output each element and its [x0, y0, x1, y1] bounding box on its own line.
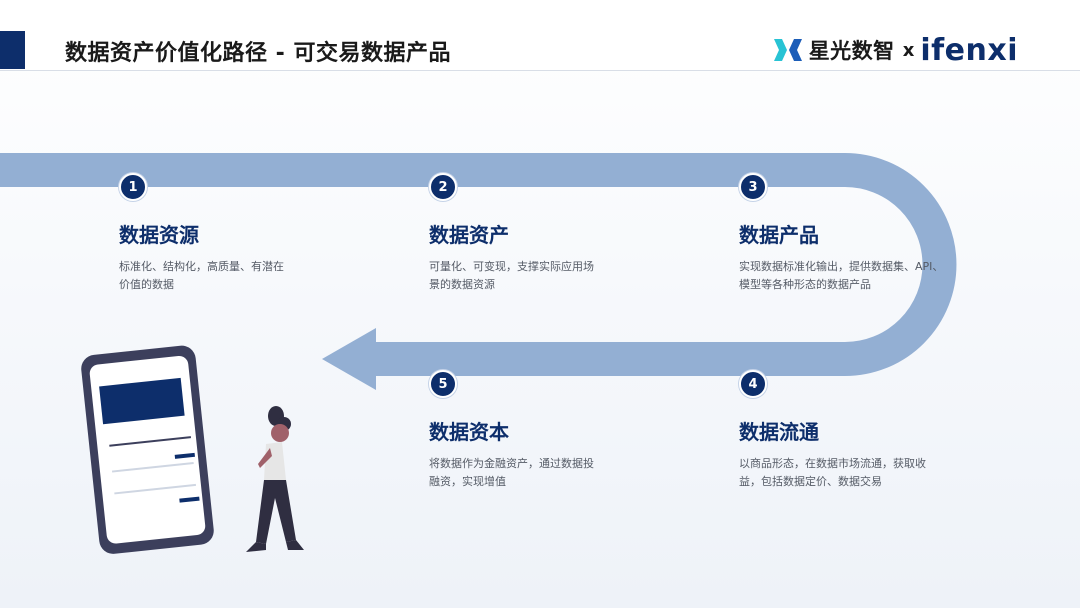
path-arrowhead [322, 328, 376, 390]
brand-logo: 星光数智 x ifenxi [773, 30, 1018, 70]
step-title: 数据资源 [119, 223, 199, 247]
step-title: 数据流通 [739, 420, 819, 444]
step-1: 1 数据资源 标准化、结构化，高质量、有潜在价值的数据 [119, 173, 339, 294]
header-bar [0, 0, 1080, 71]
step-description: 以商品形态，在数据市场流通，获取收益，包括数据定价、数据交易 [739, 457, 926, 488]
phone-icon [81, 345, 214, 554]
path-upper-segment [0, 153, 957, 376]
step-5: 5 数据资本 将数据作为金融资产，通过数据投融资，实现增值 [429, 370, 649, 491]
step-4: 4 数据流通 以商品形态，在数据市场流通，获取收益，包括数据定价、数据交易 [739, 370, 959, 491]
step-title: 数据资本 [429, 420, 509, 444]
step-3: 3 数据产品 实现数据标准化输出，提供数据集、API、模型等各种形态的数据产品 [739, 173, 959, 294]
step-number-badge: 5 [429, 370, 457, 398]
step-number-badge: 3 [739, 173, 767, 201]
step-title: 数据资产 [429, 223, 509, 247]
step-number-badge: 1 [119, 173, 147, 201]
step-number-badge: 2 [429, 173, 457, 201]
xingguang-logo-icon [773, 39, 802, 61]
logo-text-cn: 星光数智 [808, 39, 895, 63]
step-2: 2 数据资产 可量化、可变现，支撑实际应用场景的数据资源 [429, 173, 649, 294]
page-title: 数据资产价值化路径 - 可交易数据产品 [65, 41, 451, 66]
step-description: 实现数据标准化输出，提供数据集、API、模型等各种形态的数据产品 [739, 260, 944, 291]
step-description: 标准化、结构化，高质量、有潜在价值的数据 [119, 260, 284, 291]
logo-text-en: ifenxi [920, 32, 1018, 68]
step-title: 数据产品 [739, 223, 819, 247]
title-accent-block [0, 31, 25, 69]
logo-separator: x [902, 39, 915, 61]
person-icon [246, 406, 304, 552]
step-description: 将数据作为金融资产，通过数据投融资，实现增值 [429, 457, 594, 488]
step-description: 可量化、可变现，支撑实际应用场景的数据资源 [429, 260, 594, 291]
phone-person-illustration [81, 345, 304, 554]
step-number-badge: 4 [739, 370, 767, 398]
